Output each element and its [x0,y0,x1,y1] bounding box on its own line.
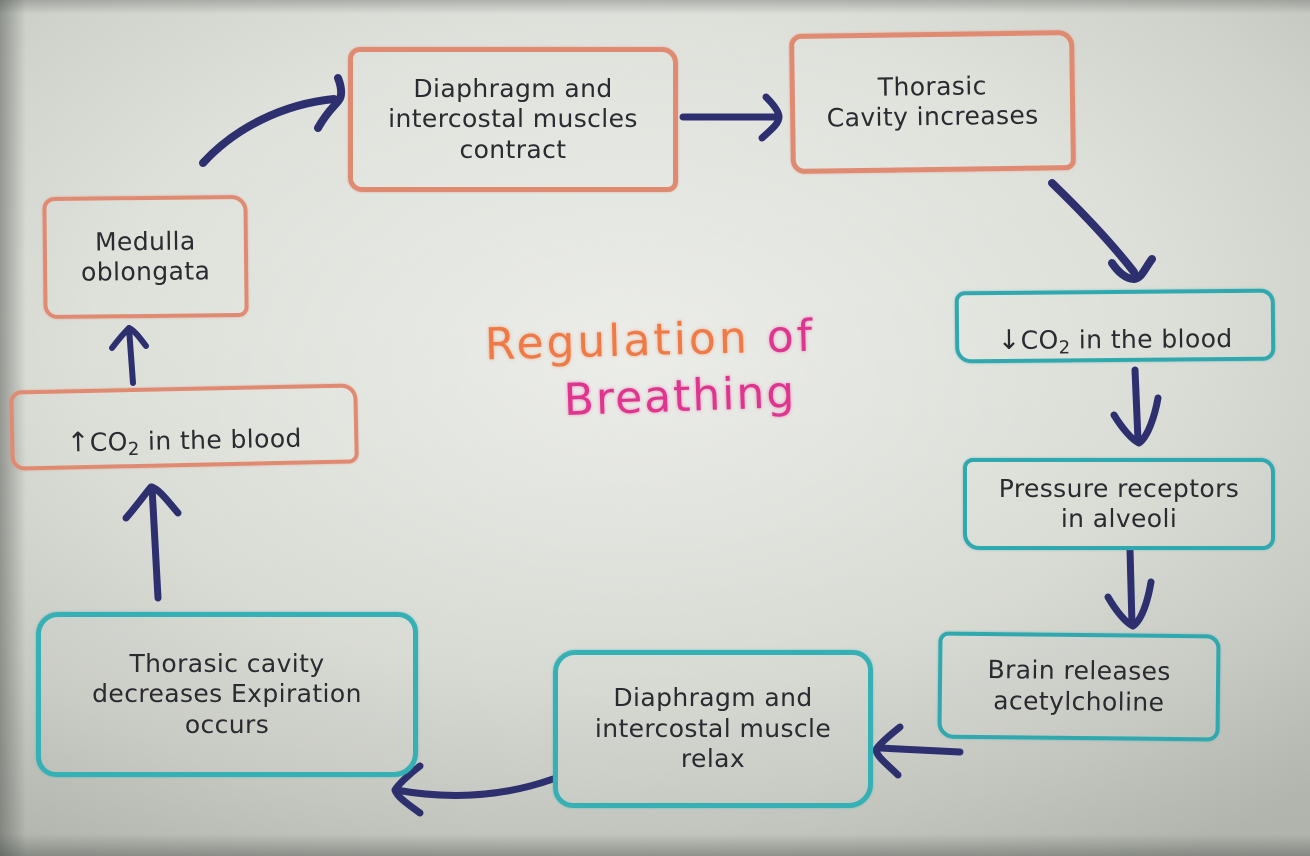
arrow-medulla-to-diaphragm-contract [199,74,346,167]
node-label-pressure-receptors: Pressure receptors in alveoli [998,473,1240,534]
node-co2-increase[interactable]: ↑CO2 in the blood [9,383,359,471]
node-thoracic-cavity-decreases[interactable]: Thorasic cavity decreases Expiration occ… [36,612,418,777]
arrow-diaphragm-relax-to-thoracic-decreases [391,762,557,817]
arrow-pressure-receptors-to-brain [1104,546,1155,630]
co2-up-rest: in the blood [139,423,303,456]
arrow-contract-to-thoracic-increases [679,93,783,142]
title-word-regulation: Regulation [484,312,751,371]
node-co2-decrease[interactable]: ↓CO2 in the blood [954,288,1276,364]
co2-up-formula: CO [89,426,129,457]
node-label-diaphragm-contract: Diaphragm and intercostal muscles contra… [388,73,638,164]
node-diaphragm-relax[interactable]: Diaphragm and intercostal muscle relax [553,650,873,808]
title-word-of: of [766,310,816,363]
co2-down-formula: CO [1020,325,1059,355]
node-thoracic-cavity-increases[interactable]: Thorasic Cavity increases [789,30,1076,174]
node-diaphragm-contract[interactable]: Diaphragm and intercostal muscles contra… [348,47,678,192]
co2-down-rest: in the blood [1070,323,1233,355]
node-medulla-oblongata[interactable]: Medulla oblongata [42,194,249,320]
node-label-brain-acetylcholine: Brain releases acetylcholine [987,655,1171,717]
arrow-thoracic-increases-to-co2-down [1048,179,1156,283]
page-edge-shadow-top [0,0,1310,14]
diagram-title: Regulation of Breathing [440,311,860,427]
node-label-medulla-oblongata: Medulla oblongata [80,225,211,287]
node-label-diaphragm-relax: Diaphragm and intercostal muscle relax [594,683,832,774]
title-line-1: Regulation of [439,310,860,371]
node-label-thoracic-cavity-increases: Thorasic Cavity increases [826,70,1039,133]
node-label-thoracic-cavity-decreases: Thorasic cavity decreases Expiration occ… [92,648,362,739]
node-label-co2-increase: ↑CO2 in the blood [66,392,302,462]
arrow-thoracic-decreases-to-co2-up [122,483,182,602]
node-brain-acetylcholine[interactable]: Brain releases acetylcholine [937,631,1221,742]
node-label-co2-decrease: ↓CO2 in the blood [997,292,1233,360]
co2-down-subscript: 2 [1058,337,1071,359]
arrow-co2-down-to-pressure-receptors [1110,366,1162,447]
node-pressure-receptors[interactable]: Pressure receptors in alveoli [963,458,1275,550]
co2-up-arrow-glyph: ↑ [66,426,91,459]
arrow-co2-up-to-medulla [109,325,149,386]
co2-up-subscript: 2 [127,438,141,460]
co2-down-arrow-glyph: ↓ [997,324,1021,356]
page-edge-shadow-bottom [0,834,1310,856]
title-word-breathing: Breathing [562,367,798,427]
